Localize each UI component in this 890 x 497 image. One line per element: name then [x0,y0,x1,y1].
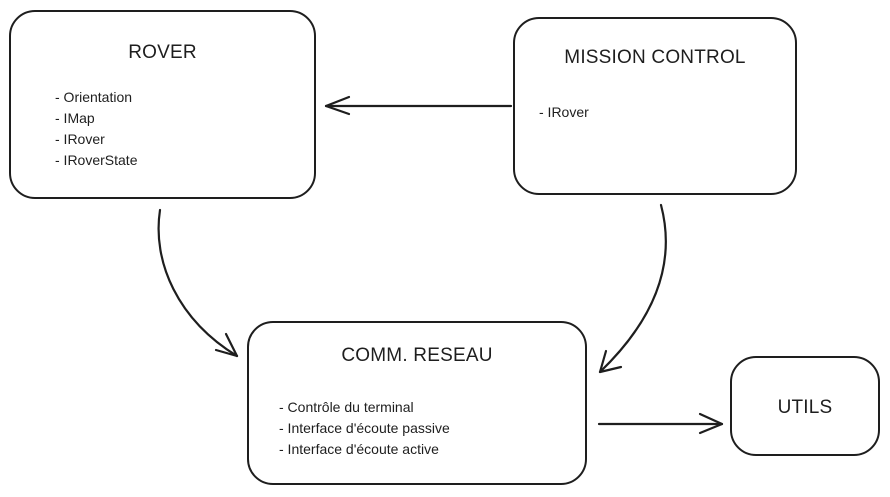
arrow-mission-control-to-comm-reseau [598,203,667,374]
mission-control-items: - IRover [539,102,589,123]
comm-reseau-item: - Interface d'écoute passive [279,420,450,436]
utils-node: UTILS [730,356,880,456]
comm-reseau-items: - Contrôle du terminal - Interface d'éco… [279,397,450,460]
rover-title: ROVER [128,42,197,63]
mission-control-title: MISSION CONTROL [564,47,746,68]
comm-reseau-item: - Interface d'écoute active [279,441,439,457]
arrow-rover-to-comm-reseau [157,208,239,358]
rover-node: ROVER - Orientation - IMap - IRover - IR… [9,10,316,199]
rover-item: - IMap [55,110,95,126]
arrow-mission-control-to-rover [324,95,513,116]
rover-items: - Orientation - IMap - IRover - IRoverSt… [55,87,137,171]
mission-control-node: MISSION CONTROL - IRover [513,17,797,195]
comm-reseau-item: - Contrôle du terminal [279,399,414,415]
arrow-comm-reseau-to-utils [597,412,724,435]
rover-item: - IRover [55,131,105,147]
mission-control-item: - IRover [539,104,589,120]
rover-item: - IRoverState [55,152,138,168]
rover-item: - Orientation [55,89,133,105]
comm-reseau-title: COMM. RESEAU [341,345,493,366]
utils-title: UTILS [777,397,833,418]
comm-reseau-node: COMM. RESEAU - Contrôle du terminal - In… [247,321,587,485]
